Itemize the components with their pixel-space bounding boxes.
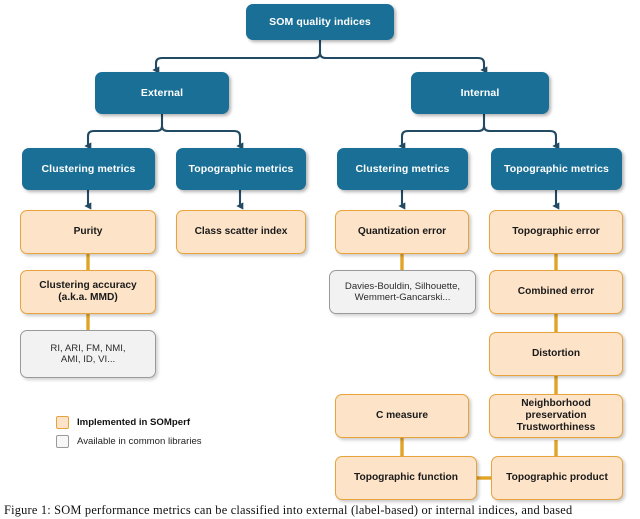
node-label-line2: Trustworthiness bbox=[516, 422, 596, 434]
wire-external-clustering bbox=[84, 125, 164, 150]
legend-label-implemented: Implemented in SOMperf bbox=[77, 417, 191, 428]
wire-internal-topographic bbox=[482, 125, 560, 150]
node-neighborhood-preservation-trustworthiness[interactable]: Neighborhood preservation Trustworthines… bbox=[489, 394, 623, 438]
node-distortion[interactable]: Distortion bbox=[489, 332, 623, 376]
figure-caption: Figure 1: SOM performance metrics can be… bbox=[4, 503, 573, 517]
node-clustering-accuracy[interactable]: Clustering accuracy (a.k.a. MMD) bbox=[20, 270, 156, 314]
legend-swatch-grey-icon bbox=[56, 435, 69, 448]
node-label: Topographic function bbox=[354, 471, 458, 483]
node-internal-topographic-metrics[interactable]: Topographic metrics bbox=[491, 148, 622, 190]
node-label-line1: Neighborhood preservation bbox=[521, 397, 591, 421]
node-external-common-libraries[interactable]: RI, ARI, FM, NMI, AMI, ID, VI... bbox=[20, 330, 156, 378]
node-label: Purity bbox=[73, 225, 103, 237]
node-quantization-error[interactable]: Quantization error bbox=[335, 210, 469, 254]
node-external-clustering-metrics[interactable]: Clustering metrics bbox=[22, 148, 155, 190]
node-label-line2: (a.k.a. MMD) bbox=[58, 292, 118, 303]
node-label: Class scatter index bbox=[194, 225, 288, 237]
node-label-line1: Clustering accuracy bbox=[39, 279, 137, 291]
wire-root-internal bbox=[318, 52, 488, 74]
node-label: Clustering metrics bbox=[355, 162, 450, 175]
legend: Implemented in SOMperf Available in comm… bbox=[56, 416, 202, 454]
node-som-quality-indices[interactable]: SOM quality indices bbox=[246, 4, 394, 40]
legend-item-implemented: Implemented in SOMperf bbox=[56, 416, 202, 429]
node-label: Internal bbox=[460, 86, 500, 99]
node-label: Combined error bbox=[517, 285, 595, 297]
node-label-line2: AMI, ID, VI... bbox=[60, 354, 116, 365]
node-topographic-error[interactable]: Topographic error bbox=[489, 210, 623, 254]
node-label-line1: Davies-Bouldin, Silhouette, bbox=[344, 280, 461, 292]
wire-external-topographic bbox=[160, 125, 244, 150]
node-internal-clustering-metrics[interactable]: Clustering metrics bbox=[337, 148, 468, 190]
node-label: Quantization error bbox=[357, 225, 447, 237]
node-label: Distortion bbox=[531, 347, 581, 359]
node-label: Clustering metrics bbox=[41, 162, 136, 175]
wire-internal-clustering bbox=[398, 125, 486, 150]
node-label-line2: Wemmert-Gancarski... bbox=[354, 292, 451, 303]
legend-item-available: Available in common libraries bbox=[56, 435, 202, 448]
node-internal-common-libraries[interactable]: Davies-Bouldin, Silhouette, Wemmert-Ganc… bbox=[329, 270, 476, 314]
node-label: Topographic metrics bbox=[504, 162, 609, 175]
wire-root-external bbox=[152, 52, 322, 74]
node-internal[interactable]: Internal bbox=[411, 72, 549, 114]
legend-label-available: Available in common libraries bbox=[77, 436, 202, 447]
node-c-measure[interactable]: C measure bbox=[335, 394, 469, 438]
node-combined-error[interactable]: Combined error bbox=[489, 270, 623, 314]
node-label: SOM quality indices bbox=[269, 15, 371, 28]
node-topographic-function[interactable]: Topographic function bbox=[335, 456, 477, 500]
node-external[interactable]: External bbox=[95, 72, 229, 114]
node-topographic-product[interactable]: Topographic product bbox=[491, 456, 623, 500]
legend-swatch-peach-icon bbox=[56, 416, 69, 429]
node-label: Topographic error bbox=[512, 225, 600, 237]
node-purity[interactable]: Purity bbox=[20, 210, 156, 254]
node-class-scatter-index[interactable]: Class scatter index bbox=[176, 210, 306, 254]
node-label: C measure bbox=[375, 409, 429, 421]
node-label: Topographic metrics bbox=[188, 162, 294, 175]
node-label: External bbox=[140, 86, 184, 99]
node-label: Topographic product bbox=[506, 471, 608, 483]
node-label-line1: RI, ARI, FM, NMI, bbox=[50, 342, 126, 354]
node-external-topographic-metrics[interactable]: Topographic metrics bbox=[176, 148, 306, 190]
